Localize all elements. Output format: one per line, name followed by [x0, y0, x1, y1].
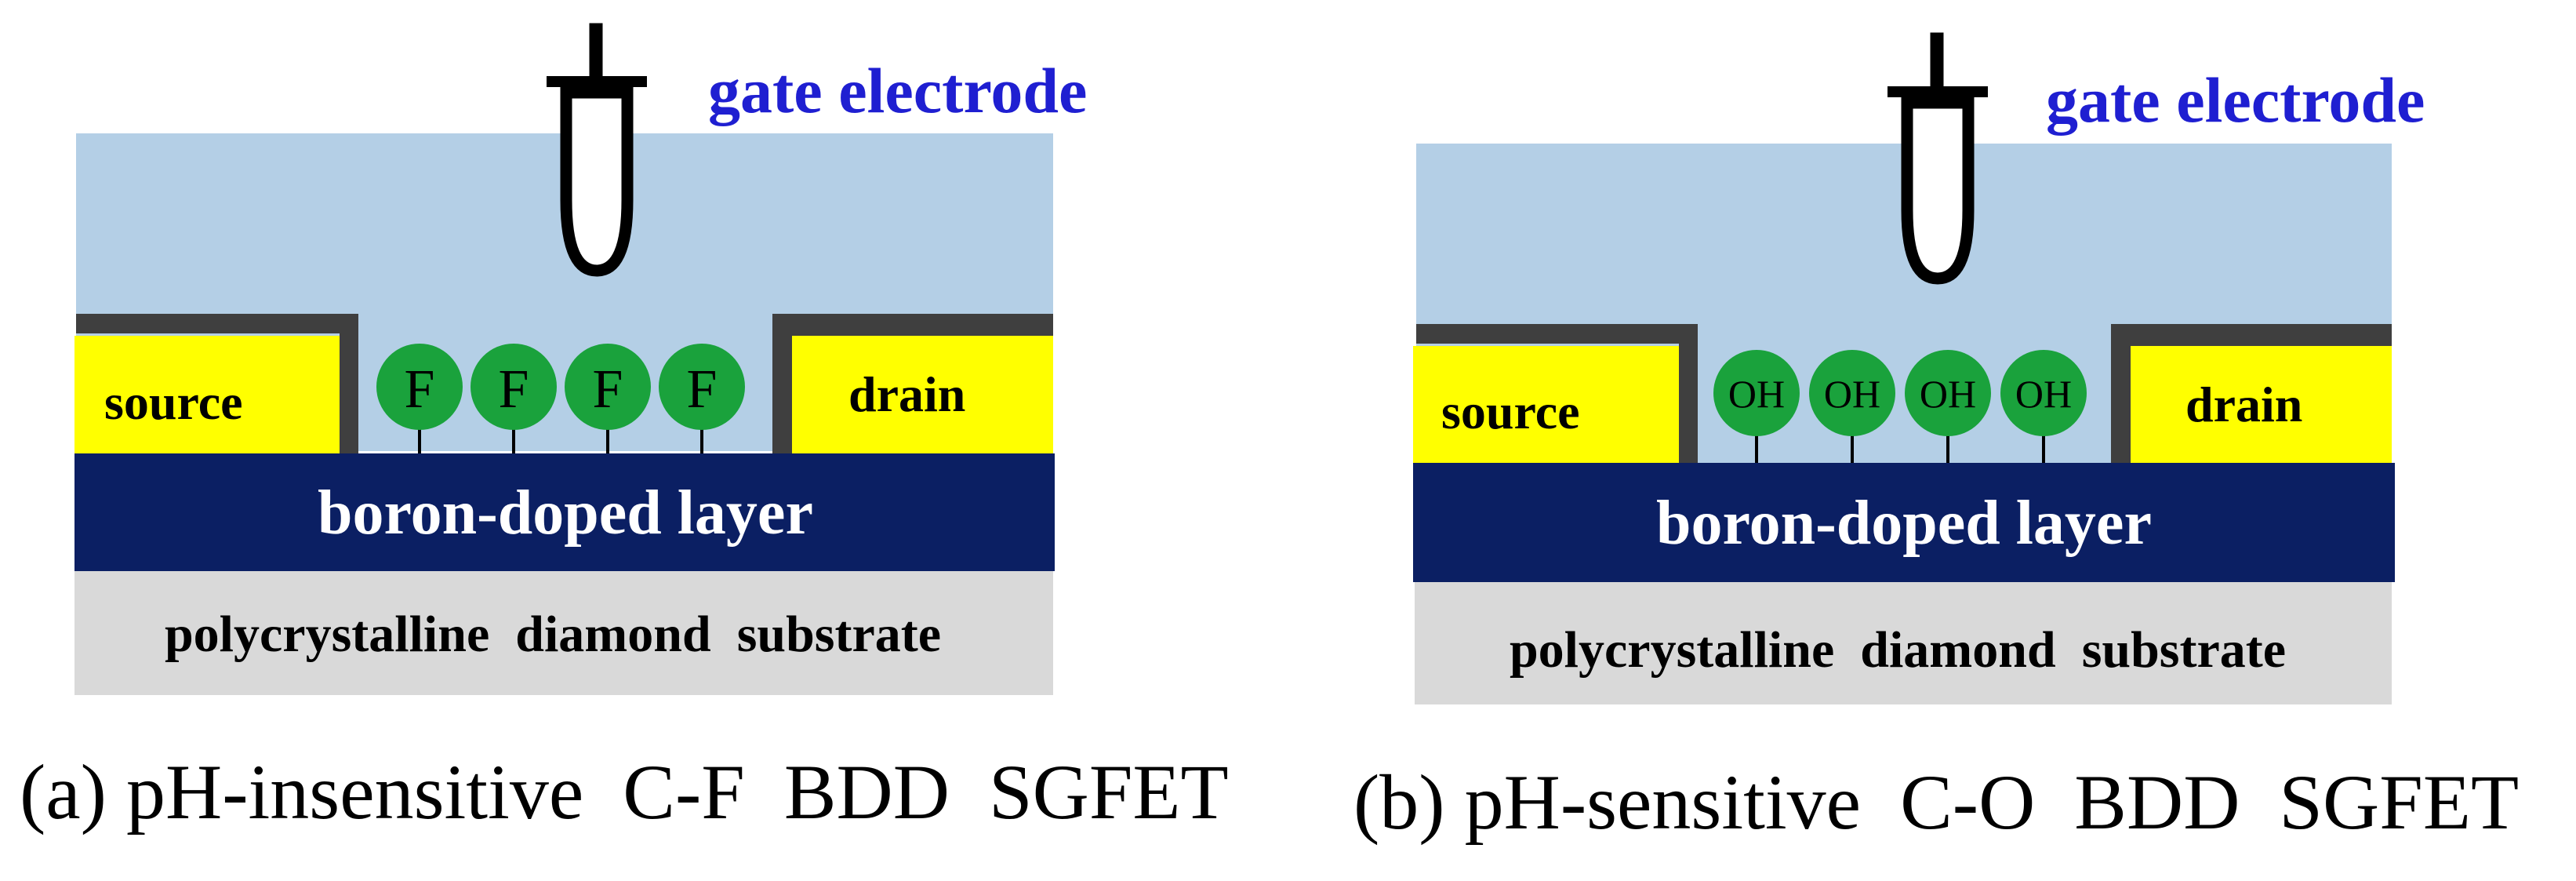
drain-label: drain [2185, 377, 2302, 432]
panel-caption: (a) pH-insensitive C-F BDD SGFET [20, 748, 1229, 835]
panel-a: F F F F gate electrode source drain boro… [20, 23, 1229, 835]
source-passivation [1416, 324, 1698, 463]
terminal-label: F [499, 359, 529, 420]
substrate [74, 571, 1053, 695]
gate-electrode-label: gate electrode [2046, 64, 2425, 136]
terminal: OH [1905, 350, 1991, 463]
gate-electrode-icon [1887, 32, 1988, 285]
drain-contact [792, 336, 1053, 453]
terminal: F [471, 344, 557, 453]
source-contact [1413, 346, 1679, 463]
terminal-label: F [593, 359, 623, 420]
terminal-group-a: F F F F [376, 344, 745, 453]
terminal-label: F [687, 359, 718, 420]
gate-electrode-label: gate electrode [708, 55, 1087, 126]
boron-layer-label: boron-doped layer [318, 479, 813, 548]
boron-layer-label: boron-doped layer [1656, 489, 2152, 558]
terminal: OH [1809, 350, 1895, 463]
terminal-label: F [405, 359, 435, 420]
terminal: F [565, 344, 651, 453]
panel-b: OH OH OH OH gate electrode source drain … [1353, 32, 2519, 846]
terminal-label: OH [1824, 372, 1880, 416]
drain-contact [2131, 346, 2392, 463]
terminal-label: OH [2015, 372, 2072, 416]
substrate-label: polycrystalline diamond substrate [165, 606, 941, 663]
terminal: F [659, 344, 745, 453]
terminal: OH [2000, 350, 2087, 463]
source-label: source [104, 374, 243, 430]
drain-passivation [772, 314, 1053, 453]
terminal-group-b: OH OH OH OH [1713, 350, 2087, 463]
terminal-label: OH [1728, 372, 1785, 416]
source-contact [74, 336, 340, 453]
terminal: F [376, 344, 463, 453]
gate-electrode-icon [547, 23, 647, 277]
substrate [1415, 582, 2392, 704]
drain-label: drain [848, 366, 965, 422]
boron-doped-layer [74, 453, 1055, 571]
terminal: OH [1713, 350, 1800, 463]
source-label: source [1441, 384, 1580, 439]
substrate-label: polycrystalline diamond substrate [1510, 621, 2286, 679]
boron-doped-layer [1413, 463, 2395, 582]
source-passivation [76, 314, 358, 453]
drain-passivation [2111, 324, 2392, 463]
panel-caption: (b) pH-sensitive C-O BDD SGFET [1353, 759, 2519, 846]
terminal-label: OH [1920, 372, 1976, 416]
